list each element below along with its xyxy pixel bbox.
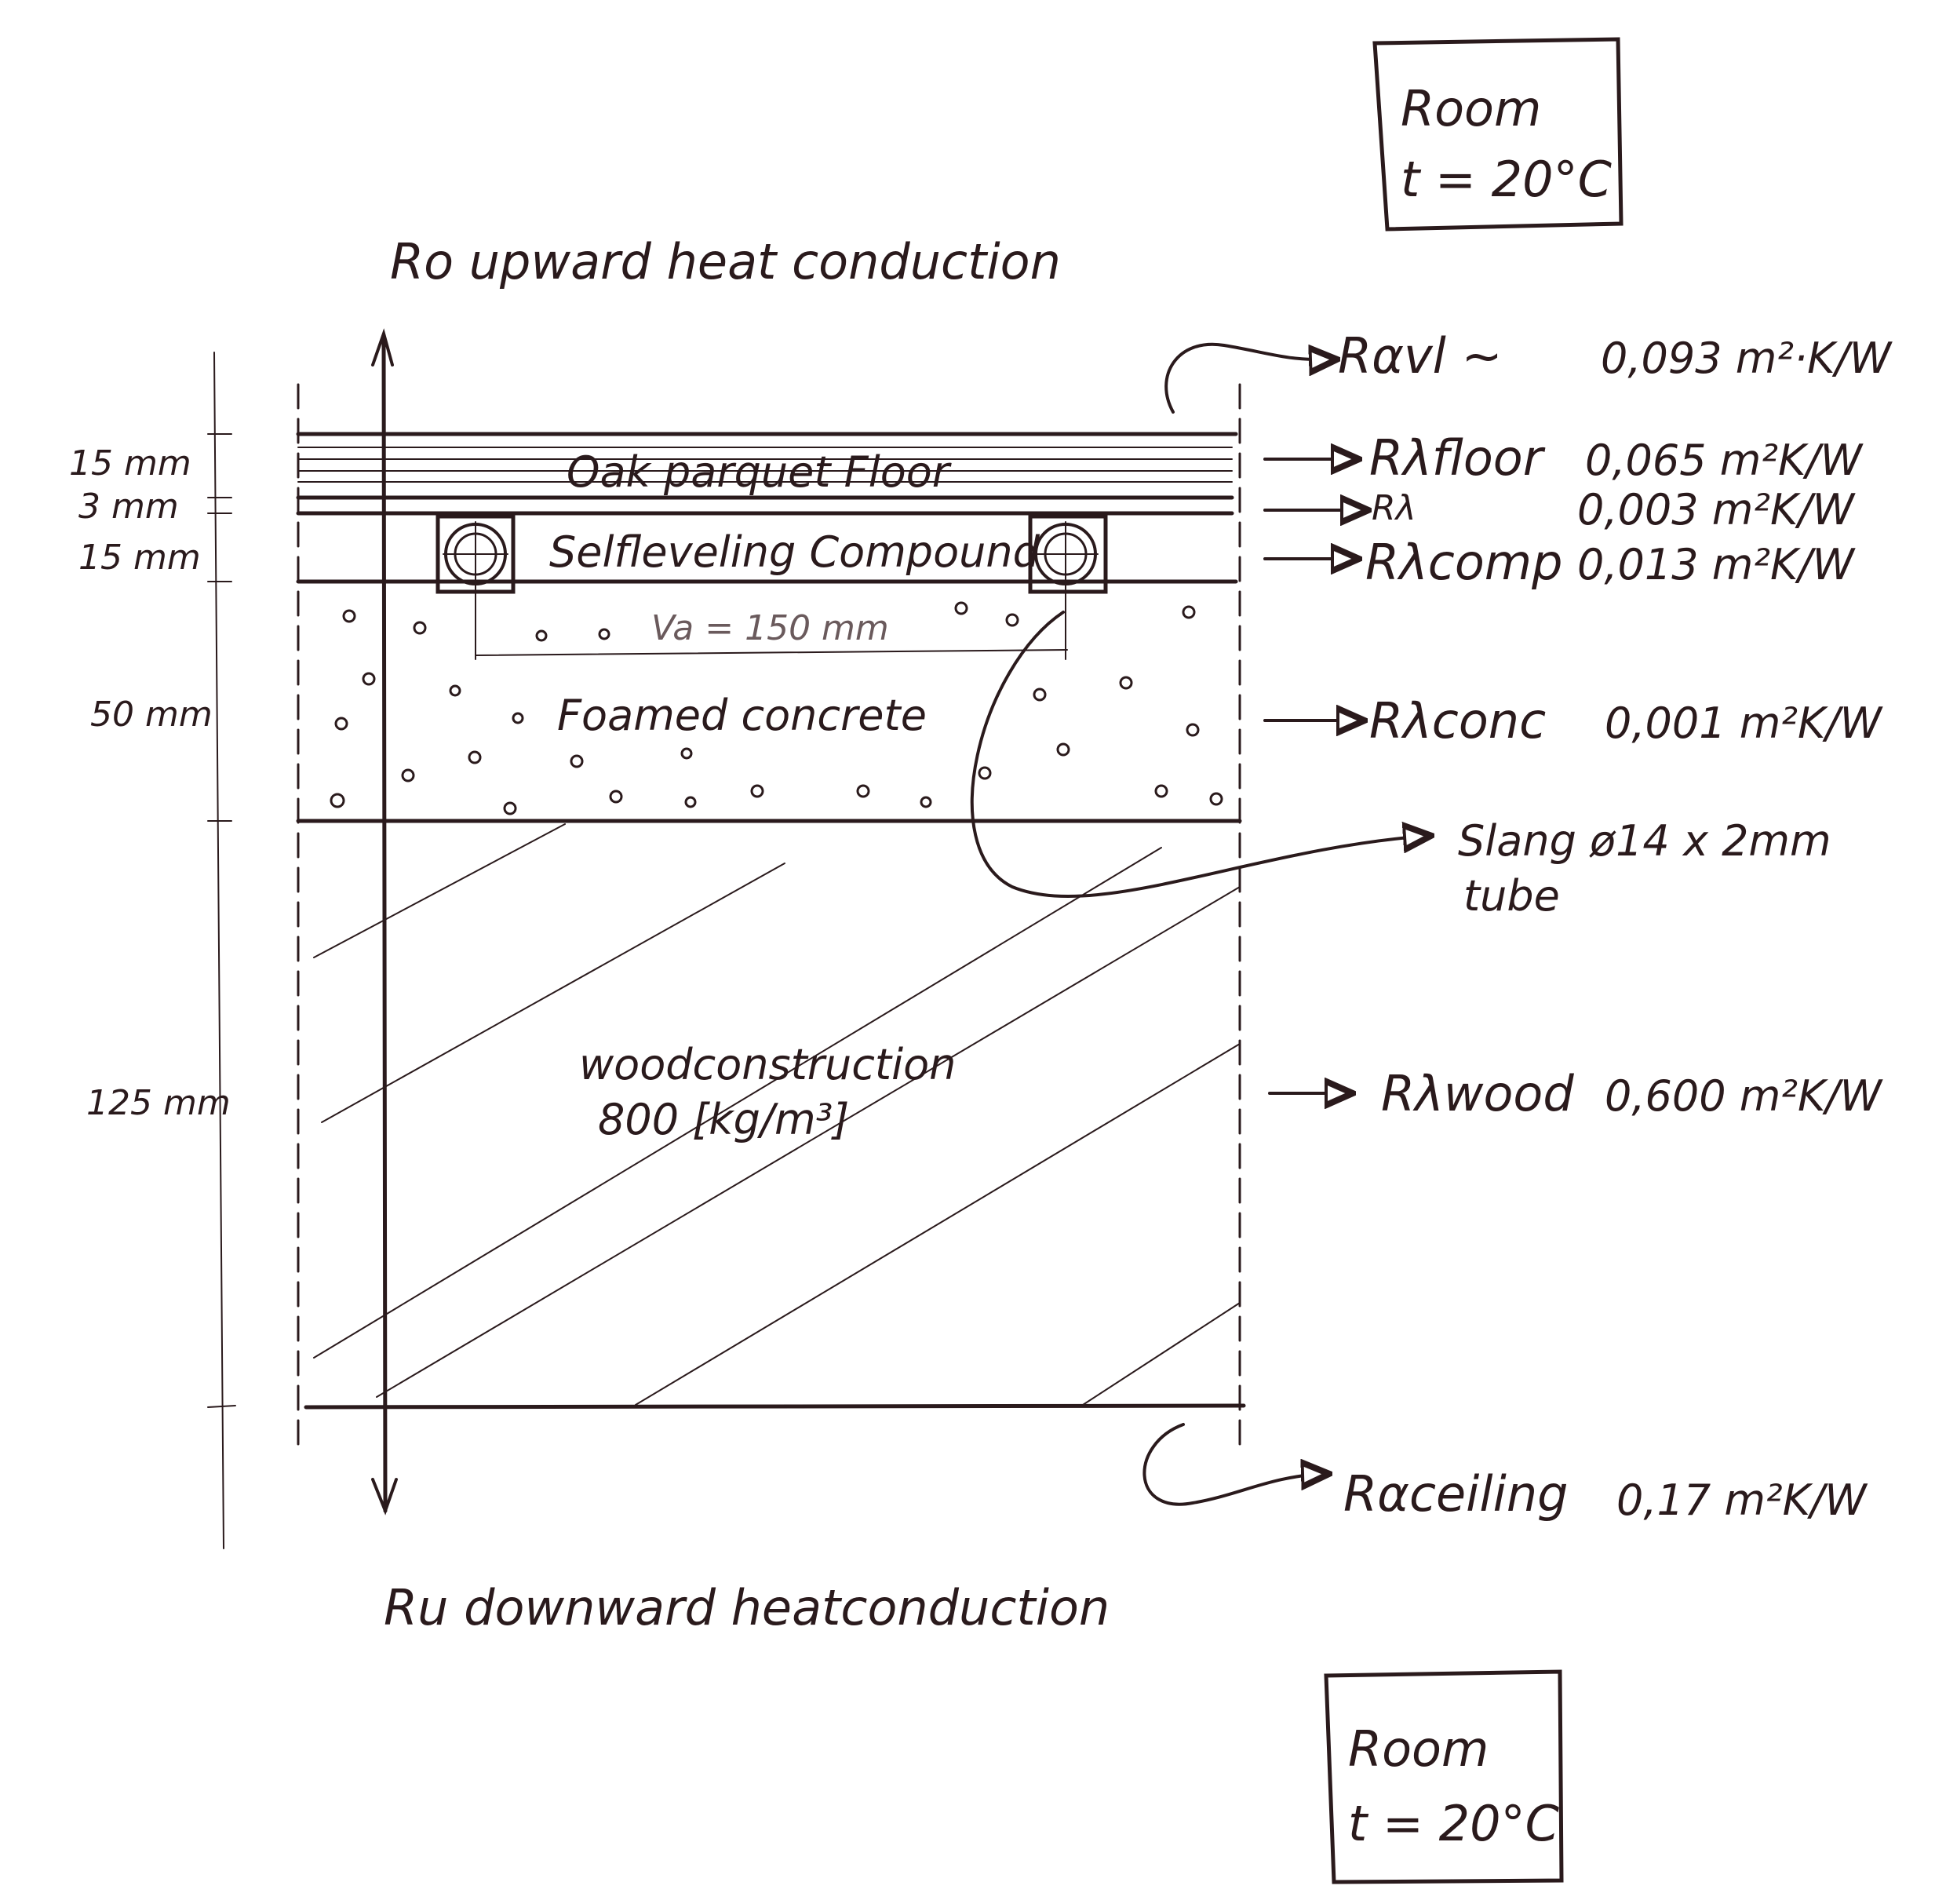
- label-concrete: Foamed concrete: [557, 691, 927, 740]
- resistance-value: 0,003 m²K/W: [1577, 485, 1857, 534]
- wood-hatching: [313, 823, 1241, 1406]
- bottom-room-temp: t = 20°C: [1348, 1795, 1560, 1852]
- foamed-concrete-texture: [330, 601, 1223, 815]
- downward-heat-label: Ru downward heatconduction: [384, 1579, 1110, 1636]
- layer-lines: [296, 432, 1246, 1410]
- label-spacing: Va = 150 mm: [651, 608, 889, 648]
- tube-left: [435, 514, 516, 660]
- resistance-connectors: [970, 342, 1428, 1506]
- resistance-symbol: Rλconc: [1369, 692, 1546, 750]
- resistance-symbol: Rαvl ~: [1338, 327, 1503, 385]
- resistance-value: 0,001 m²K/W: [1605, 698, 1884, 748]
- top-room-title: Room: [1401, 80, 1541, 137]
- tube-label: Slang ø14 x 2mm: [1458, 816, 1831, 866]
- resistance-value: 0,17 m²K/W: [1616, 1475, 1868, 1525]
- label-floor: Oak parquet Floor: [567, 447, 952, 497]
- dim-underlay: 3 mm: [78, 487, 179, 527]
- label-wood: woodconstruction: [579, 1040, 956, 1089]
- resistance-symbol: Rλfloor: [1369, 429, 1546, 487]
- resistance-value: 0,013 m²K/W: [1577, 540, 1857, 589]
- resistance-value: 0,600 m²K/W: [1605, 1071, 1884, 1121]
- label-wood-density: 800 [kg/m³]: [598, 1095, 849, 1144]
- resistance-symbol: Rλ: [1372, 488, 1416, 528]
- resistance-list: Rαvl ~ 0,093 m²·K/W Rλfloor 0,065 m²K/W …: [1338, 327, 1893, 1525]
- label-compound: Selfleveling Compound: [549, 527, 1040, 577]
- dim-concrete: 50 mm: [90, 695, 213, 735]
- heat-flow-arrow: [371, 328, 398, 1516]
- section-edges: [297, 383, 1241, 1454]
- dimension-line: [207, 352, 236, 1549]
- resistance-value: 0,065 m²K/W: [1585, 436, 1864, 485]
- dim-floor: 15 mm: [69, 443, 191, 483]
- tube-label-secondary: tube: [1463, 871, 1560, 921]
- resistance-symbol: Rλwood: [1381, 1065, 1574, 1122]
- resistance-symbol: Rλcomp: [1365, 534, 1563, 591]
- tube-right: [1028, 514, 1108, 660]
- dim-wood: 125 mm: [86, 1083, 231, 1123]
- dim-compound: 15 mm: [78, 538, 201, 578]
- resistance-symbol: Rαceiling: [1343, 1465, 1569, 1523]
- top-room-box: Room t = 20°C: [1372, 37, 1623, 232]
- upward-heat-label: Ro upward heat conduction: [390, 233, 1061, 290]
- top-room-temp: t = 20°C: [1401, 151, 1613, 208]
- tube-spacing-line: [475, 649, 1068, 656]
- bottom-room-title: Room: [1348, 1720, 1489, 1778]
- resistance-value: 0,093 m²·K/W: [1601, 334, 1893, 383]
- bottom-room-box: Room t = 20°C: [1324, 1669, 1564, 1884]
